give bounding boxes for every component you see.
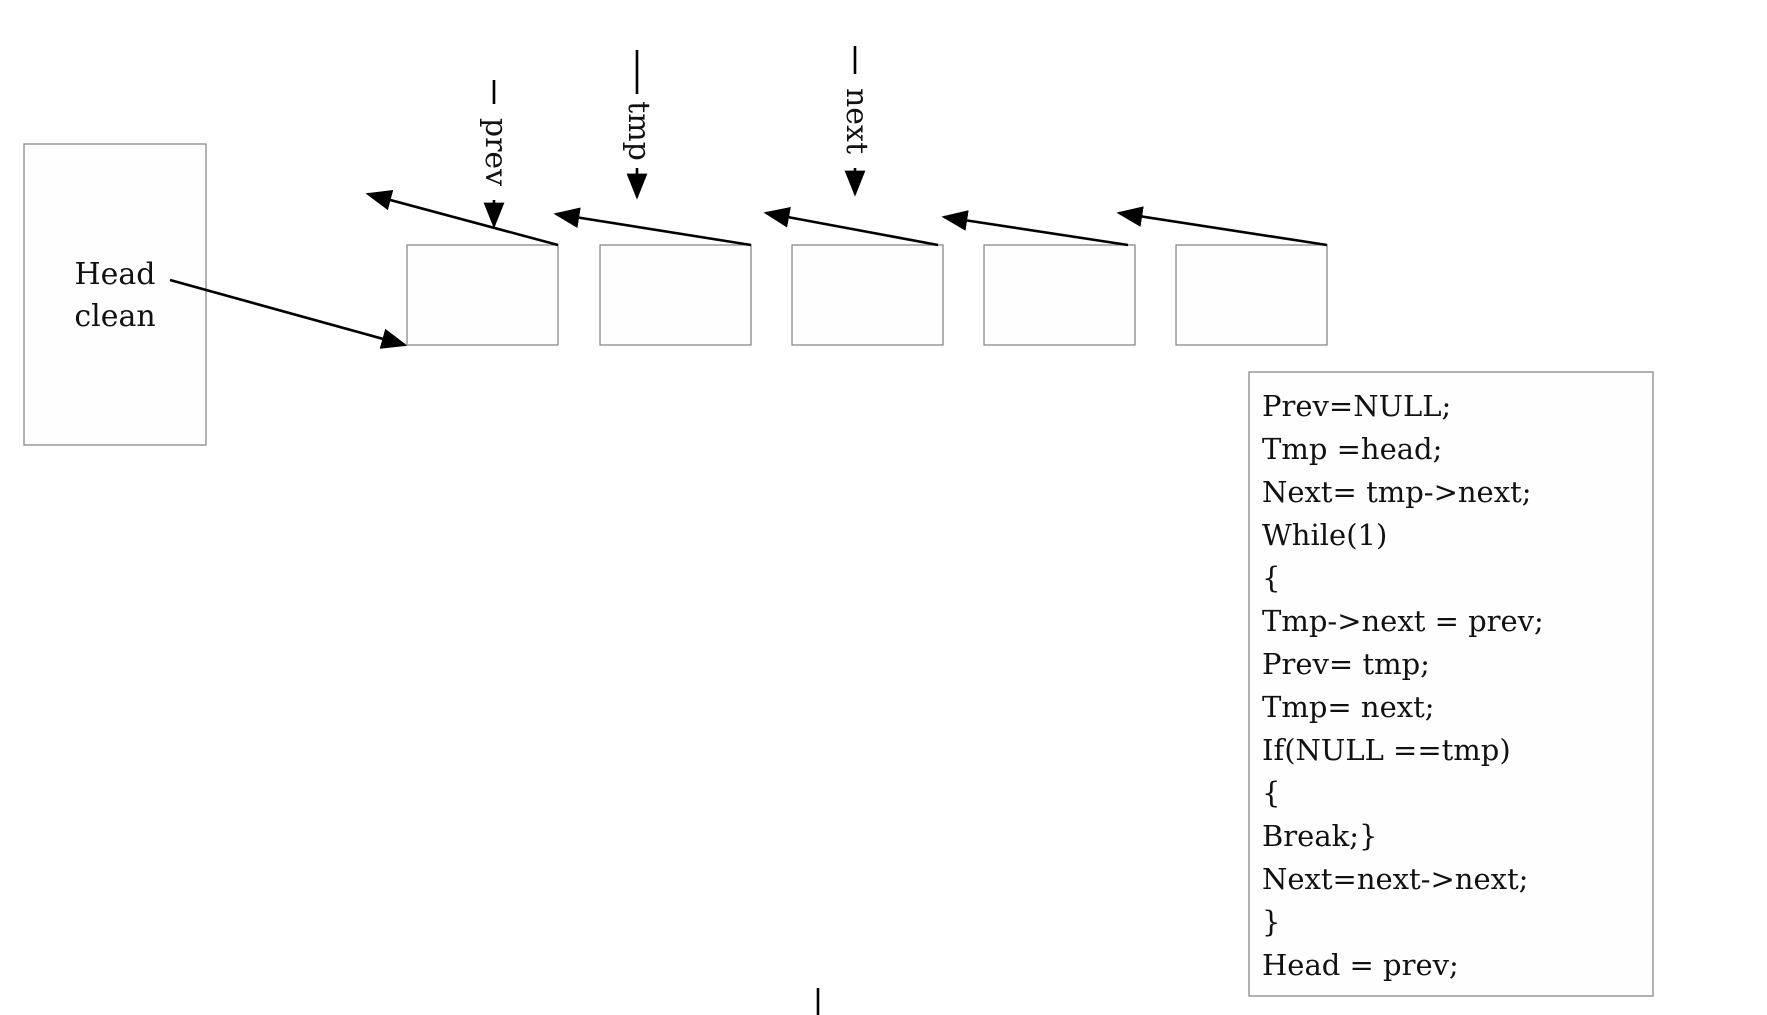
code-line: {	[1262, 561, 1280, 595]
pointer-prev: prev	[478, 80, 513, 229]
code-line: Prev= tmp;	[1262, 647, 1430, 681]
reversed-link-4	[941, 210, 1129, 247]
pointer-tmp: tmp	[621, 50, 656, 200]
code-line: Head = prev;	[1262, 948, 1459, 982]
list-node-3	[791, 244, 944, 346]
head-node-box	[23, 143, 207, 446]
pointer-prev-label: prev	[478, 118, 513, 186]
head-node-label-line1: Head	[74, 257, 155, 292]
code-line: Tmp->next = prev;	[1262, 604, 1544, 638]
pointer-next-label-bg	[841, 74, 869, 168]
code-line: If(NULL ==tmp)	[1262, 733, 1511, 767]
list-node-2	[599, 244, 752, 346]
list-node-1	[406, 244, 559, 346]
code-lines: Prev=NULL; Tmp =head; Next= tmp->next; W…	[1262, 389, 1544, 982]
head-node: Head clean	[23, 143, 207, 446]
reversed-link-1	[365, 190, 559, 247]
code-line: Tmp =head;	[1262, 432, 1442, 466]
pointer-prev-label-bg	[480, 104, 508, 200]
pointer-tmp-label: tmp	[621, 101, 656, 161]
list-nodes	[406, 244, 1328, 346]
reversed-link-2	[553, 207, 752, 247]
list-node-5	[1175, 244, 1328, 346]
pointer-tmp-label-bg	[623, 94, 651, 168]
code-box-border	[1248, 371, 1654, 997]
code-line: Prev=NULL;	[1262, 389, 1451, 423]
reversed-links	[365, 190, 1328, 247]
code-box: Prev=NULL; Tmp =head; Next= tmp->next; W…	[1248, 371, 1654, 997]
list-node-4	[983, 244, 1136, 346]
head-arrow	[169, 278, 408, 349]
code-line: Tmp= next;	[1262, 690, 1435, 724]
code-line: }	[1262, 905, 1280, 939]
head-node-label-line2: clean	[74, 299, 155, 334]
code-line: While(1)	[1262, 518, 1387, 552]
reversed-link-3	[763, 207, 939, 247]
reversed-link-5	[1116, 206, 1328, 247]
code-line: {	[1262, 776, 1280, 810]
code-line: Next= tmp->next;	[1262, 475, 1532, 509]
pointer-next: next	[839, 46, 874, 197]
code-line: Break;}	[1262, 819, 1377, 853]
code-line: Next=next->next;	[1262, 862, 1528, 896]
pointer-next-label: next	[839, 88, 874, 154]
